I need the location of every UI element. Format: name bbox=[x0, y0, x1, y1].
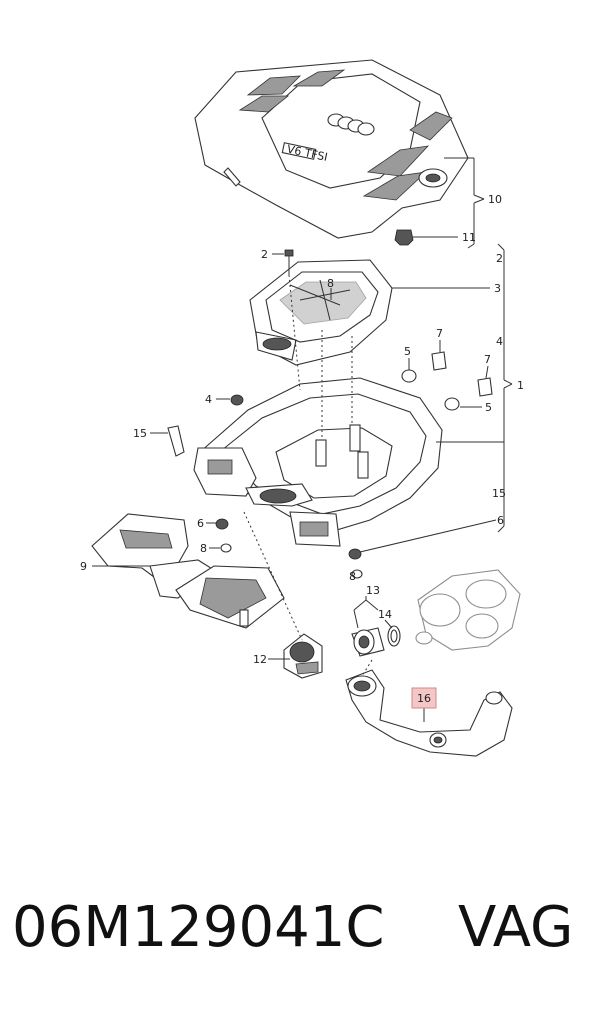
seal-ring-14 bbox=[387, 625, 401, 647]
callout-6-left: 6 bbox=[197, 517, 204, 530]
callout-8-right: 8 bbox=[349, 570, 356, 583]
brand-name: VAG bbox=[458, 895, 574, 960]
callout-7-b: 7 bbox=[484, 353, 491, 366]
callout-3: 3 bbox=[494, 282, 501, 295]
engine-cover: V6 TFSI bbox=[194, 59, 469, 239]
washer-8b bbox=[351, 569, 363, 579]
callout-1: 1 bbox=[517, 379, 524, 392]
callout-15-left: 15 bbox=[133, 427, 147, 440]
callout-13: 13 bbox=[366, 584, 380, 597]
grommet-5a bbox=[401, 369, 417, 383]
part-number: 06M129041C bbox=[12, 895, 385, 960]
clip-7b bbox=[477, 377, 493, 397]
intake-hose-12 bbox=[283, 633, 323, 679]
callout-8-left: 8 bbox=[200, 542, 207, 555]
screw-2 bbox=[284, 249, 294, 275]
exploded-parts-diagram: V6 TFSI bbox=[80, 59, 524, 757]
callout-9: 9 bbox=[80, 560, 87, 573]
callout-5-b: 5 bbox=[485, 401, 492, 414]
intake-duct bbox=[91, 513, 285, 629]
callout-11: 11 bbox=[462, 231, 476, 244]
hose-clip-15 bbox=[167, 425, 185, 457]
callout-4-right: 4 bbox=[496, 335, 503, 348]
washer-8a bbox=[220, 543, 232, 553]
highlight-box-16 bbox=[411, 687, 437, 709]
callout-16: 16 bbox=[417, 692, 431, 705]
callout-14: 14 bbox=[378, 608, 392, 621]
callout-4-left: 4 bbox=[205, 393, 212, 406]
callout-2-right: 2 bbox=[496, 252, 503, 265]
callout-8-top: 8 bbox=[327, 277, 334, 290]
rings-logo bbox=[327, 113, 375, 136]
callout-labels: 10 11 2 2 3 8 4 7 5 7 1 4 5 15 15 6 6 8 … bbox=[80, 193, 524, 705]
callout-10: 10 bbox=[488, 193, 502, 206]
callout-12: 12 bbox=[253, 653, 267, 666]
callout-5-a: 5 bbox=[404, 345, 411, 358]
intake-pipe-16 bbox=[345, 669, 513, 757]
callout-15-right: 15 bbox=[492, 487, 506, 500]
cover-nut-11 bbox=[394, 229, 414, 246]
air-filter-lower-housing bbox=[193, 377, 443, 547]
callout-7-a: 7 bbox=[436, 327, 443, 340]
clip-7a bbox=[431, 351, 447, 371]
callout-6-right: 6 bbox=[497, 514, 504, 527]
connector-13 bbox=[351, 627, 385, 657]
air-filter-upper-housing bbox=[249, 259, 393, 366]
callout-2-left: 2 bbox=[261, 248, 268, 261]
grommet-6b bbox=[348, 548, 362, 560]
part-caption: 06M129041C VAG bbox=[0, 895, 600, 985]
leader-lines bbox=[92, 157, 513, 722]
grommet-5b bbox=[444, 397, 460, 411]
grommet-6a bbox=[215, 518, 229, 530]
turbocharger bbox=[415, 569, 521, 651]
grommet-4 bbox=[230, 394, 244, 406]
